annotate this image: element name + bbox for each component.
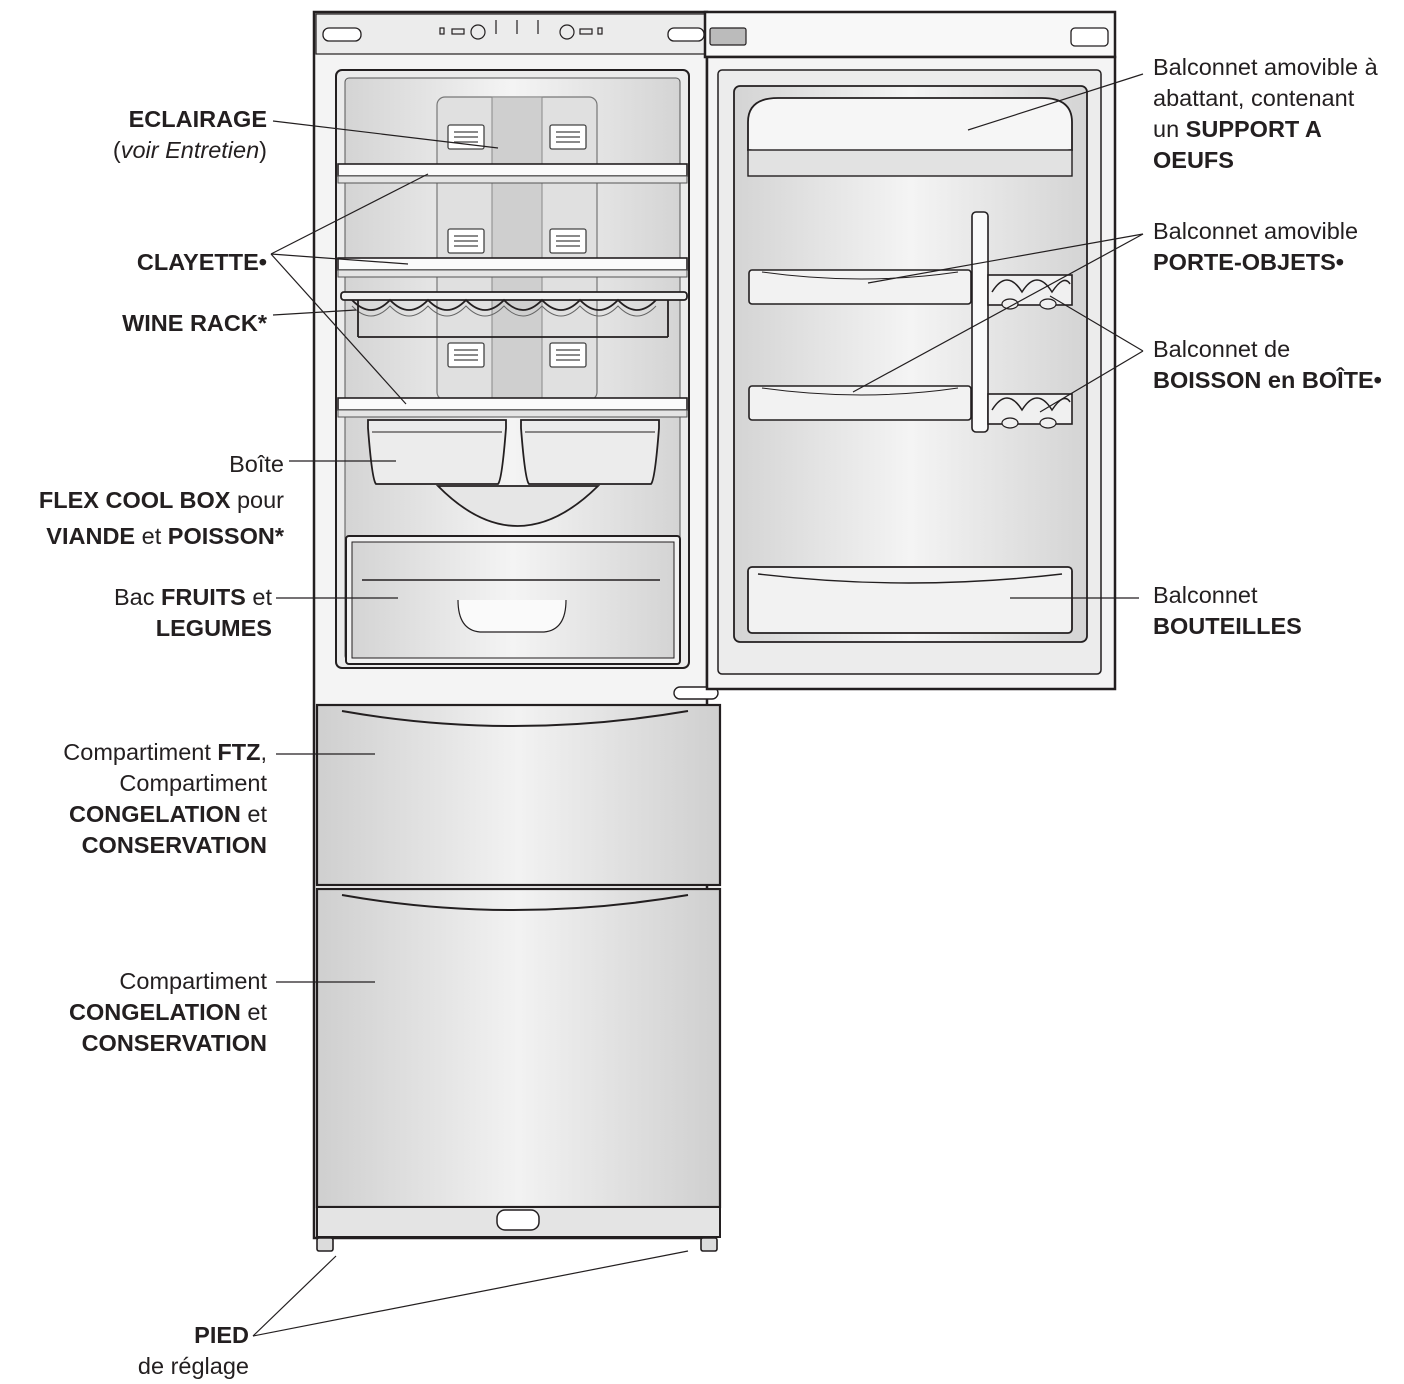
label-bouteilles: Balconnet BOUTEILLES [1153,580,1302,642]
label-pied-reglage: de réglage [137,1353,249,1379]
label-support-line2: abattant, contenant [1153,85,1355,111]
freezer-drawer [315,887,722,1209]
kick-plate [316,1206,721,1238]
egg-balcony [747,97,1073,177]
label-ftz: Compartiment FTZ, Compartiment CONGELATI… [63,737,267,861]
label-bac-prefix: Bac [113,584,161,610]
label-congel-compartiment: Compartiment [119,968,267,994]
label-boisson: Balconnet de BOISSON en BOÎTE• [1153,334,1382,396]
label-bouteilles-line1: Balconnet [1153,582,1258,608]
label-boisson-title: BOISSON en BOÎTE• [1153,367,1382,393]
label-support-oeufs: Balconnet amovible à abattant, contenant… [1153,52,1378,176]
label-bac-fruits-word: FRUITS [161,584,246,610]
label-flex-boite: Boîte [229,451,284,477]
label-ftz-title: FTZ [217,739,261,765]
label-ftz-conservation: CONSERVATION [81,832,267,858]
label-ftz-compartiment: Compartiment [63,739,218,765]
label-ftz-compartiment-2: Compartiment [119,770,267,796]
fridge-cabinet [312,10,722,1252]
label-flex-poisson: POISSON* [167,523,284,549]
light-housing [436,96,598,401]
label-bac-legumes: LEGUMES [155,615,272,641]
label-eclairage-note: voir Entretien [120,137,260,163]
label-bac-et: et [245,584,272,610]
label-flex-viande: VIANDE [46,523,136,549]
label-porte-objets: Balconnet amovible PORTE-OBJETS• [1153,216,1358,278]
control-knobs [439,20,603,40]
label-flex-et: et [135,523,168,549]
label-bac-fruits: Bac FRUITS et LEGUMES [114,582,272,644]
label-eclairage: ECLAIRAGE (voir Entretien) [113,104,267,166]
label-support-oeufs-word: OEUFS [1153,147,1234,173]
leader-lines [252,73,1144,1337]
label-support-title: SUPPORT A [1185,116,1322,142]
label-congel-conservation: CONSERVATION [81,1030,267,1056]
label-eclairage-paren-open: ( [112,137,121,163]
label-boisson-line1: Balconnet de [1153,336,1291,362]
label-flex-cool-box: Boîte FLEX COOL BOX pour VIANDE et POISS… [39,446,284,554]
label-porte-line1: Balconnet amovible [1153,218,1359,244]
label-flex-title: FLEX COOL BOX [38,487,231,513]
label-wine-rack-title: WINE RACK* [122,310,267,336]
label-support-un: un [1153,116,1186,142]
label-congel-et: et [240,999,267,1025]
label-eclairage-title: ECLAIRAGE [128,106,267,132]
door-divider-bar [971,211,989,433]
label-eclairage-paren-close: ) [259,137,267,163]
label-ftz-congelation: CONGELATION [68,801,241,827]
label-congel-congelation: CONGELATION [68,999,241,1025]
label-pied: PIED de réglage [138,1320,249,1382]
porte-objets-balconies [748,269,972,421]
label-congelation: Compartiment CONGELATION et CONSERVATION [69,966,267,1059]
label-pied-title: PIED [194,1322,249,1348]
ftz-drawer [315,703,722,887]
label-bouteilles-title: BOUTEILLES [1153,613,1302,639]
label-clayette: CLAYETTE• [137,247,267,278]
flex-cool-boxes [367,419,660,527]
adjustable-feet [316,1237,718,1252]
label-wine-rack: WINE RACK* [122,308,267,339]
label-support-line1: Balconnet amovible à [1153,54,1378,80]
label-clayette-title: CLAYETTE• [136,249,267,275]
label-ftz-et: et [240,801,267,827]
wine-rack [340,291,688,338]
fridge-door [703,10,1117,691]
crisper-drawer [345,535,681,665]
shelves [337,163,688,411]
bottle-balcony [747,566,1073,634]
control-panel [315,13,706,55]
label-porte-title: PORTE-OBJETS• [1153,249,1345,275]
label-ftz-comma: , [260,739,267,765]
label-flex-pour: pour [230,487,284,513]
